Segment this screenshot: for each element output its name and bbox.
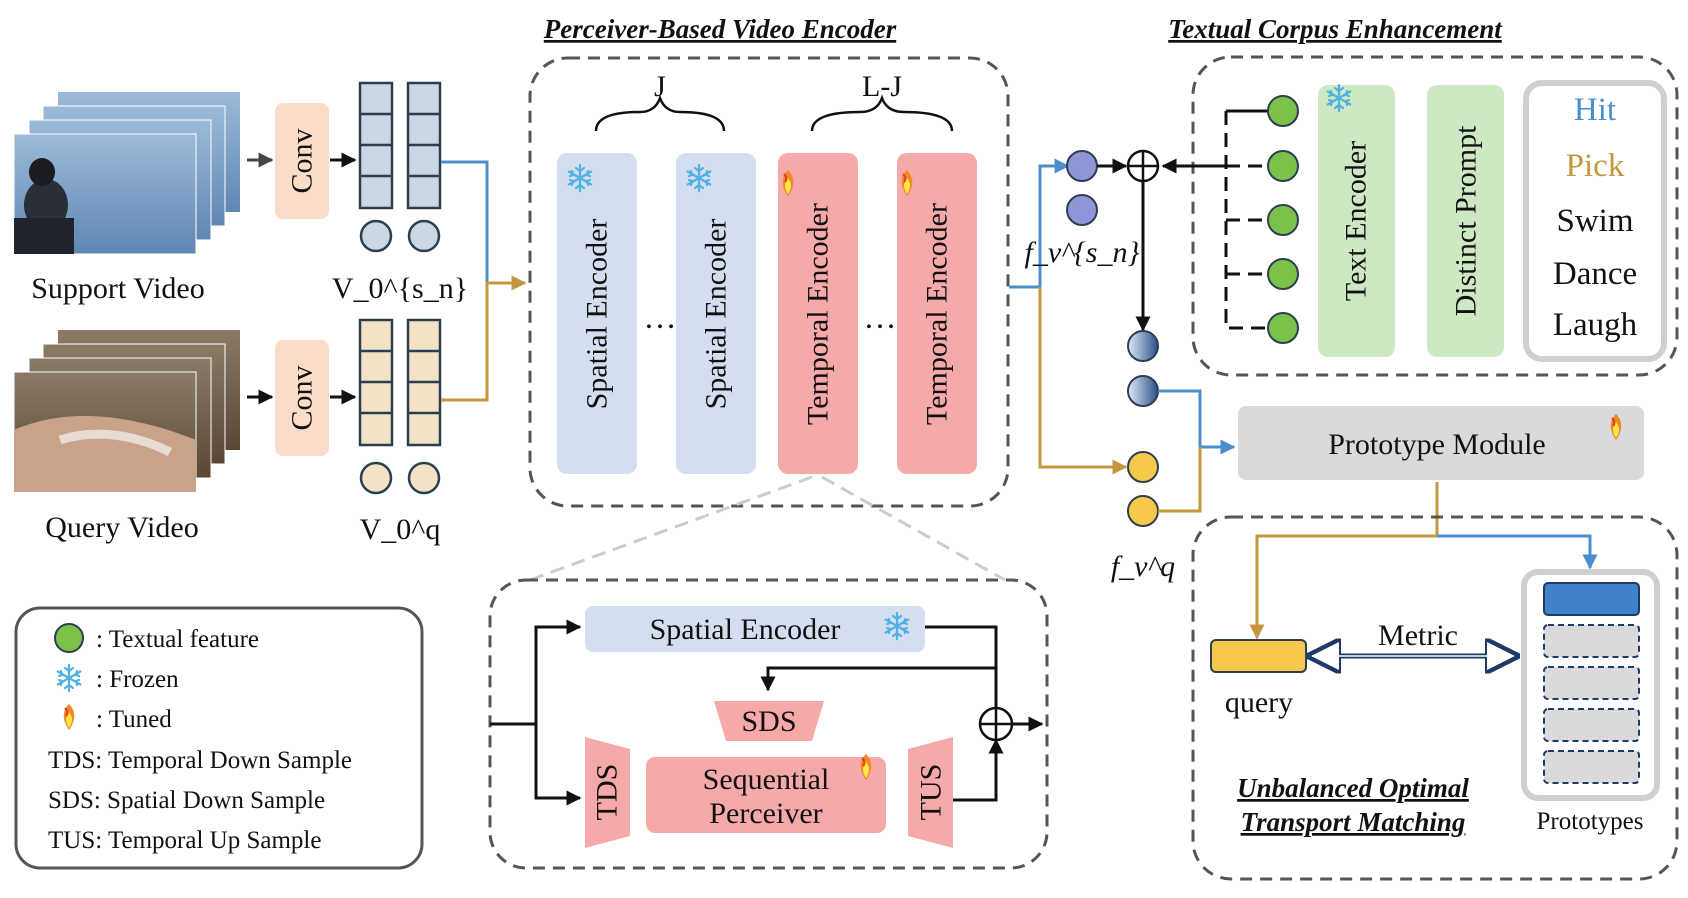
support-feature-dot	[1066, 150, 1098, 182]
prototype-slot	[1543, 624, 1640, 658]
text-fusion-node	[1126, 149, 1160, 183]
text-encoder-label: Text Encoder	[1340, 141, 1373, 301]
prototype-module	[1238, 406, 1644, 480]
support-video-label: Support Video	[31, 272, 204, 305]
brace-j-label: J	[654, 70, 666, 103]
perceiver-line1: Sequential	[703, 763, 830, 796]
class-name-list	[1523, 80, 1667, 362]
query-token-columns	[358, 318, 442, 495]
prototypes-label: Prototypes	[1537, 808, 1644, 835]
temporal-encoder-1-label: Temporal Encoder	[802, 203, 835, 425]
perceiver-line2: Perceiver	[709, 797, 822, 830]
video-encoder-box	[528, 56, 1010, 508]
support-feature-dot	[1066, 194, 1098, 226]
query-video-frames	[13, 330, 240, 493]
distinct-prompt-block	[1427, 85, 1504, 357]
detail-spatial-encoder	[585, 606, 925, 652]
temporal-encoder-2-label: Temporal Encoder	[921, 203, 954, 425]
ellipsis-temporal: …	[864, 300, 897, 336]
tds-label: TDS	[591, 764, 624, 821]
text-enhancement-title: Textual Corpus Enhancement	[1168, 14, 1503, 44]
conv-block-support	[275, 103, 329, 219]
matching-title-line1: Unbalanced Optimal	[1237, 773, 1469, 803]
sequential-perceiver-block	[646, 757, 886, 833]
fused-feature-dot	[1127, 375, 1159, 407]
prototype-active	[1543, 582, 1640, 616]
matching-title-line2: Transport Matching	[1241, 807, 1466, 837]
conv-label-query: Conv	[286, 365, 319, 430]
spatial-encoder-1	[557, 153, 637, 474]
query-label: query	[1225, 686, 1293, 719]
brace-lj-label: L-J	[862, 70, 902, 103]
tds-block	[585, 737, 630, 848]
legend-tuned: : Tuned	[96, 706, 172, 733]
legend-green-dot	[54, 623, 84, 653]
legend-tus: TUS: Temporal Up Sample	[48, 827, 321, 854]
class-name-dance: Dance	[1553, 256, 1637, 292]
sds-label: SDS	[741, 705, 796, 738]
query-feature-dot	[1127, 495, 1159, 527]
text-enhancement-box	[1191, 55, 1679, 377]
class-name-pick: Pick	[1566, 148, 1625, 184]
class-name-laugh: Laugh	[1553, 307, 1638, 343]
support-feature-label: f_v^{s_n}	[1025, 236, 1140, 269]
ellipsis-spatial: …	[644, 300, 677, 336]
fused-feature-dot	[1127, 330, 1159, 362]
prototype-slot	[1543, 708, 1640, 742]
query-token-label: V_0^q	[360, 513, 441, 546]
tus-block	[908, 737, 953, 848]
query-feature-dot	[1127, 451, 1159, 483]
legend-sds: SDS: Spatial Down Sample	[48, 787, 325, 814]
brace-lj	[810, 94, 954, 132]
query-embedding	[1210, 639, 1307, 673]
distinct-prompt-label: Distinct Prompt	[1450, 125, 1483, 317]
detail-spatial-label: Spatial Encoder	[650, 613, 841, 646]
support-token-columns	[358, 81, 442, 253]
class-name-swim: Swim	[1556, 203, 1633, 239]
metric-label: Metric	[1378, 619, 1458, 652]
prototype-slot	[1543, 666, 1640, 700]
conv-block-query	[275, 340, 329, 456]
matching-box	[1191, 515, 1679, 881]
detail-sum-node	[978, 706, 1014, 742]
spatial-encoder-1-label: Spatial Encoder	[581, 219, 614, 410]
spatial-encoder-2	[676, 153, 756, 474]
brace-j	[594, 94, 726, 132]
sds-block	[714, 701, 824, 741]
text-encoder-block	[1318, 85, 1395, 357]
prototype-module-label: Prototype Module	[1328, 428, 1546, 461]
video-encoder-title: Perceiver-Based Video Encoder	[543, 14, 897, 44]
legend-frozen: : Frozen	[96, 666, 179, 693]
temporal-encoder-2	[897, 153, 977, 474]
class-name-hit: Hit	[1574, 92, 1616, 128]
legend-tds: TDS: Temporal Down Sample	[48, 747, 352, 774]
spatial-encoder-2-label: Spatial Encoder	[700, 219, 733, 410]
textual-feature-dots	[1267, 95, 1299, 344]
query-feature-label: f_v^q	[1111, 550, 1175, 583]
prototype-slot	[1543, 750, 1640, 784]
temporal-encoder-1	[778, 153, 858, 474]
support-video-frames	[13, 92, 240, 255]
legend-textual: : Textual feature	[96, 626, 259, 653]
support-token-label: V_0^{s_n}	[332, 272, 468, 305]
conv-label-support: Conv	[286, 128, 319, 193]
legend-box	[14, 606, 424, 870]
query-video-label: Query Video	[45, 511, 198, 544]
tus-label: TUS	[915, 764, 948, 821]
